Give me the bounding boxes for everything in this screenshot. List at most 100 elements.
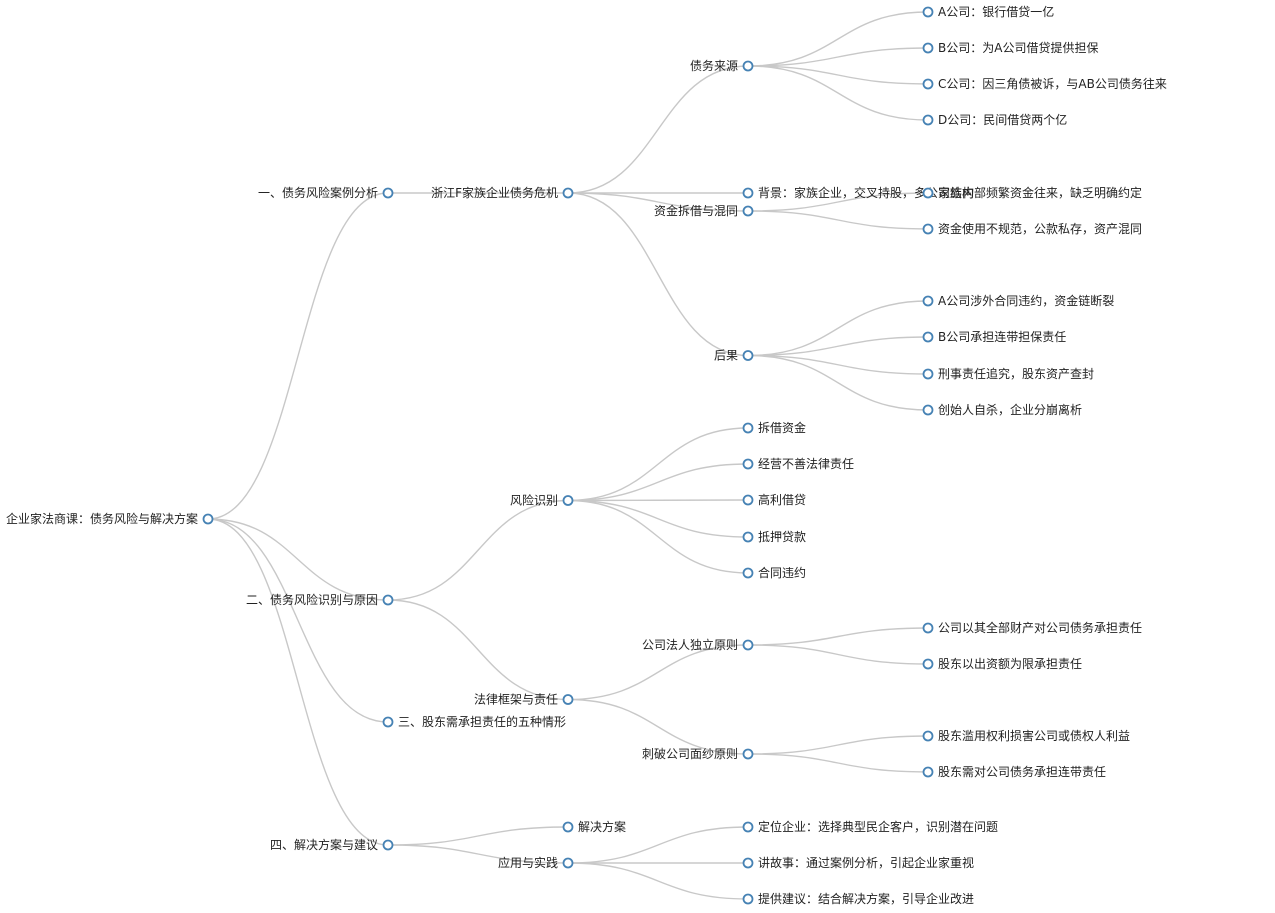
node-circle[interactable] — [382, 594, 394, 606]
mindmap-node[interactable]: A公司：银行借贷一亿 — [922, 4, 1055, 19]
node-circle[interactable] — [922, 766, 934, 778]
node-circle[interactable] — [922, 78, 934, 90]
node-circle[interactable] — [742, 531, 754, 543]
node-circle[interactable] — [922, 187, 934, 199]
node-circle[interactable] — [922, 6, 934, 18]
mindmap-node[interactable]: 股东以出资额为限承担责任 — [922, 657, 1083, 671]
mindmap-node[interactable]: B公司承担连带担保责任 — [922, 329, 1067, 344]
mindmap-link — [567, 499, 749, 538]
mindmap-node[interactable]: 资金使用不规范，公款私存，资产混同 — [922, 221, 1143, 236]
node-circle[interactable] — [382, 839, 394, 851]
node-circle[interactable] — [922, 223, 934, 235]
node-circle[interactable] — [742, 639, 754, 651]
mindmap-node[interactable]: 公司法人独立原则 — [642, 637, 754, 652]
mindmap-node[interactable]: D公司：民间借贷两个亿 — [922, 112, 1068, 127]
node-circle[interactable] — [742, 205, 754, 217]
node-label: 拆借资金 — [758, 420, 806, 435]
node-circle[interactable] — [742, 748, 754, 760]
mindmap-node[interactable]: 背景：家族企业，交叉持股，多公司结构 — [742, 185, 975, 200]
mindmap-node[interactable]: 法律框架与责任 — [474, 693, 574, 707]
node-circle[interactable] — [562, 821, 574, 833]
mindmap-node[interactable]: A公司涉外合同违约，资金链断裂 — [922, 293, 1115, 308]
mindmap-link — [387, 599, 569, 701]
mindmap-link — [567, 862, 749, 900]
mindmap-node[interactable]: 资金拆借与混同 — [654, 203, 754, 218]
node-circle[interactable] — [922, 622, 934, 634]
node-circle[interactable] — [742, 821, 754, 833]
mindmap-link — [567, 427, 749, 502]
node-circle[interactable] — [562, 857, 574, 869]
mindmap-link — [747, 336, 929, 357]
node-circle[interactable] — [922, 368, 934, 380]
mindmap-node[interactable]: 债务来源 — [690, 58, 754, 73]
node-label: 公司以其全部财产对公司债务承担责任 — [938, 620, 1142, 635]
mindmap-node[interactable]: 后果 — [714, 349, 754, 363]
node-label: 股东以出资额为限承担责任 — [938, 657, 1082, 671]
node-circle[interactable] — [382, 187, 394, 199]
node-circle[interactable] — [922, 42, 934, 54]
mindmap-node[interactable]: 股东需对公司债务承担连带责任 — [922, 764, 1107, 779]
node-circle[interactable] — [922, 331, 934, 343]
node-circle[interactable] — [562, 495, 574, 506]
node-circle[interactable] — [922, 295, 934, 307]
mindmap-node[interactable]: 四、解决方案与建议 — [270, 837, 394, 852]
mindmap-node[interactable]: C公司：因三角债被诉，与AB公司债务往来 — [922, 76, 1167, 91]
mindmap-node[interactable]: 经营不善法律责任 — [742, 456, 855, 471]
node-label: 解决方案 — [578, 819, 626, 834]
node-circle[interactable] — [742, 350, 754, 361]
mindmap-link — [567, 192, 749, 212]
node-circle[interactable] — [922, 404, 934, 416]
mindmap-node[interactable]: 合同违约 — [742, 565, 807, 580]
node-circle[interactable] — [562, 187, 574, 199]
mindmap-node[interactable]: 二、债务风险识别与原因 — [246, 592, 394, 607]
mindmap-link — [747, 354, 929, 411]
node-label: 后果 — [714, 349, 738, 363]
mindmap-node[interactable]: 拆借资金 — [742, 420, 807, 435]
mindmap-node[interactable]: 定位企业：选择典型民企客户，识别潜在问题 — [742, 819, 999, 834]
node-circle[interactable] — [742, 187, 754, 199]
node-circle[interactable] — [742, 60, 754, 72]
mindmap-node[interactable]: 创始人自杀，企业分崩离析 — [922, 402, 1083, 417]
mindmap-nodes: 企业家法商课：债务风险与解决方案 一、债务风险案例分析 浙江F家族企业债务危机 背景：… — [6, 4, 1167, 906]
mindmap-node[interactable]: 刺破公司面纱原则 — [642, 746, 754, 761]
mindmap-node[interactable]: 企业家法商课：债务风险与解决方案 — [6, 511, 214, 526]
node-circle[interactable] — [382, 716, 394, 728]
mindmap-node[interactable]: 浙江F家族企业债务危机 — [431, 185, 574, 200]
node-circle[interactable] — [742, 458, 754, 470]
mindmap-node[interactable]: 一、债务风险案例分析 — [258, 185, 394, 200]
mindmap-link — [567, 499, 749, 574]
mindmap-node[interactable]: 提供建议：结合解决方案，引导企业改进 — [742, 891, 975, 906]
mindmap-node[interactable]: 家族内部频繁资金往来，缺乏明确约定 — [922, 185, 1143, 200]
node-label: 刺破公司面纱原则 — [642, 746, 738, 761]
node-circle[interactable] — [922, 114, 934, 126]
node-label: 家族内部频繁资金往来，缺乏明确约定 — [938, 185, 1142, 200]
mindmap-node[interactable]: 抵押贷款 — [742, 530, 807, 544]
mindmap-node[interactable]: B公司：为A公司借贷提供担保 — [922, 40, 1099, 55]
node-circle[interactable] — [202, 513, 214, 525]
mindmap-node[interactable]: 风险识别 — [510, 493, 574, 508]
mindmap-node[interactable]: 股东滥用权利损害公司或债权人利益 — [922, 728, 1131, 743]
mindmap-node[interactable]: 刑事责任追究，股东资产查封 — [922, 366, 1095, 381]
mindmap-node[interactable]: 三、股东需承担责任的五种情形 — [382, 714, 567, 729]
node-circle[interactable] — [742, 857, 754, 869]
node-circle[interactable] — [922, 658, 934, 670]
node-circle[interactable] — [922, 730, 934, 742]
mindmap-link — [207, 518, 389, 723]
mindmap-node[interactable]: 解决方案 — [562, 819, 627, 834]
mindmap-link — [387, 499, 569, 601]
node-label: 合同违约 — [758, 565, 806, 580]
node-circle[interactable] — [742, 422, 754, 434]
mindmap-node[interactable]: 公司以其全部财产对公司债务承担责任 — [922, 620, 1143, 635]
mindmap-node[interactable]: 应用与实践 — [498, 855, 574, 870]
node-label: 三、股东需承担责任的五种情形 — [398, 714, 566, 729]
node-label: 四、解决方案与建议 — [270, 837, 378, 852]
node-label: 资金使用不规范，公款私存，资产混同 — [938, 221, 1142, 236]
mindmap-link — [747, 627, 929, 646]
node-circle[interactable] — [562, 694, 574, 705]
node-circle[interactable] — [742, 567, 754, 579]
node-circle[interactable] — [742, 893, 754, 905]
mindmap-node[interactable]: 高利借贷 — [742, 492, 807, 507]
node-label: 刑事责任追究，股东资产查封 — [938, 366, 1094, 381]
node-circle[interactable] — [742, 494, 754, 506]
mindmap-node[interactable]: 讲故事：通过案例分析，引起企业家重视 — [742, 855, 975, 870]
